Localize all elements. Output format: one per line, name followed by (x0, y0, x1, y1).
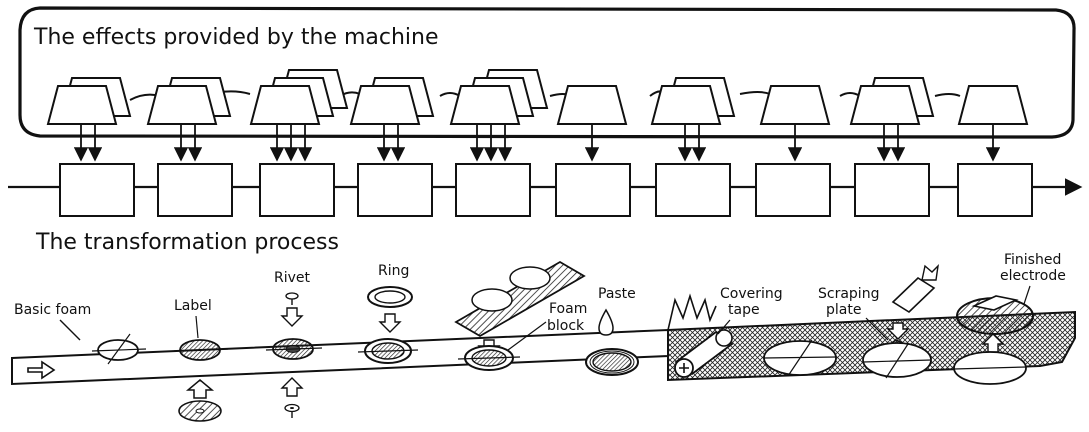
effect-lamp-8-1 (759, 85, 831, 125)
process-box-10 (957, 163, 1033, 217)
effect-lamp-7-1 (650, 85, 722, 125)
label-finished-electrode-1: Finished (1004, 252, 1061, 268)
rivet-down-arrow (280, 307, 304, 327)
basic-foam-arrow (27, 360, 56, 380)
process-box-1 (59, 163, 135, 217)
rivet-up-arrow (280, 377, 304, 397)
covered-disc-1 (763, 339, 837, 377)
ring-part (367, 286, 413, 308)
process-title: The transformation process (35, 230, 339, 255)
label-finished-electrode-2: electrode (1000, 268, 1066, 284)
covering-tape-pointer (717, 319, 731, 335)
label-disc (178, 400, 222, 422)
label-foam-block-1: Foam (549, 301, 587, 317)
covering-tape-edge (667, 293, 717, 331)
label-paste: Paste (598, 286, 636, 302)
label-basic-foam: Basic foam (14, 302, 91, 318)
effect-lamp-6-1 (556, 85, 628, 125)
finished-electrode (956, 295, 1034, 335)
effect-lamp-2-1 (146, 85, 218, 125)
foam-disc-6 (585, 348, 639, 376)
tape-roller (674, 329, 734, 378)
label-covering-tape-2: tape (728, 302, 760, 318)
finished-electrode-pointer (1023, 285, 1031, 305)
covered-disc-2 (862, 342, 932, 379)
process-box-3 (259, 163, 335, 217)
process-box-8 (755, 163, 831, 217)
effect-lamp-3-1 (249, 85, 321, 125)
finished-electrode-up-arrow (981, 333, 1005, 353)
label-scraping-plate-2: plate (826, 302, 861, 318)
process-box-9 (854, 163, 930, 217)
rivet-top (285, 292, 299, 305)
effect-arrows (73, 125, 1001, 162)
scraping-plate-pointer (865, 317, 889, 341)
process-box-4 (357, 163, 433, 217)
effect-lamp-9-1 (849, 85, 921, 125)
label-label: Label (174, 298, 212, 314)
label-ring: Ring (378, 263, 409, 279)
rivet-bottom (284, 403, 300, 418)
basic-foam-pointer (59, 319, 81, 341)
label-scraping-plate-1: Scraping (818, 286, 879, 302)
label-foam-block-2: block (547, 318, 585, 334)
label-pointer (195, 315, 199, 339)
process-box-7 (655, 163, 731, 217)
process-box-6 (555, 163, 631, 217)
effect-lamp-10-1 (957, 85, 1029, 125)
foam-disc-1 (91, 333, 147, 365)
foam-block-pointer (507, 321, 547, 351)
effect-lamp-4-1 (349, 85, 421, 125)
ring-down-arrow (378, 313, 402, 333)
effects-title: The effects provided by the machine (33, 25, 439, 50)
label-covering-tape-1: Covering (720, 286, 783, 302)
effects-frame (18, 6, 1076, 139)
foam-disc-4 (357, 338, 419, 364)
foam-disc-3 (265, 338, 323, 360)
effect-lamp-1-1 (46, 85, 118, 125)
foam-block-strip (454, 260, 586, 338)
foam-disc-2 (173, 339, 229, 361)
covered-disc-3 (953, 351, 1027, 385)
effects-connector-line (129, 90, 961, 101)
scraping-plate-down-arrow (886, 322, 910, 340)
process-box-2 (157, 163, 233, 217)
effect-lamps (46, 69, 1029, 125)
process-boxes (59, 163, 1033, 217)
label-up-arrow (185, 379, 215, 399)
scraping-plate-arrow (921, 264, 939, 281)
paste-drop-icon (598, 308, 614, 336)
process-box-5 (455, 163, 531, 217)
effect-lamp-5-1 (449, 85, 521, 125)
label-rivet: Rivet (274, 270, 311, 286)
foam-disc-5 (457, 345, 521, 371)
